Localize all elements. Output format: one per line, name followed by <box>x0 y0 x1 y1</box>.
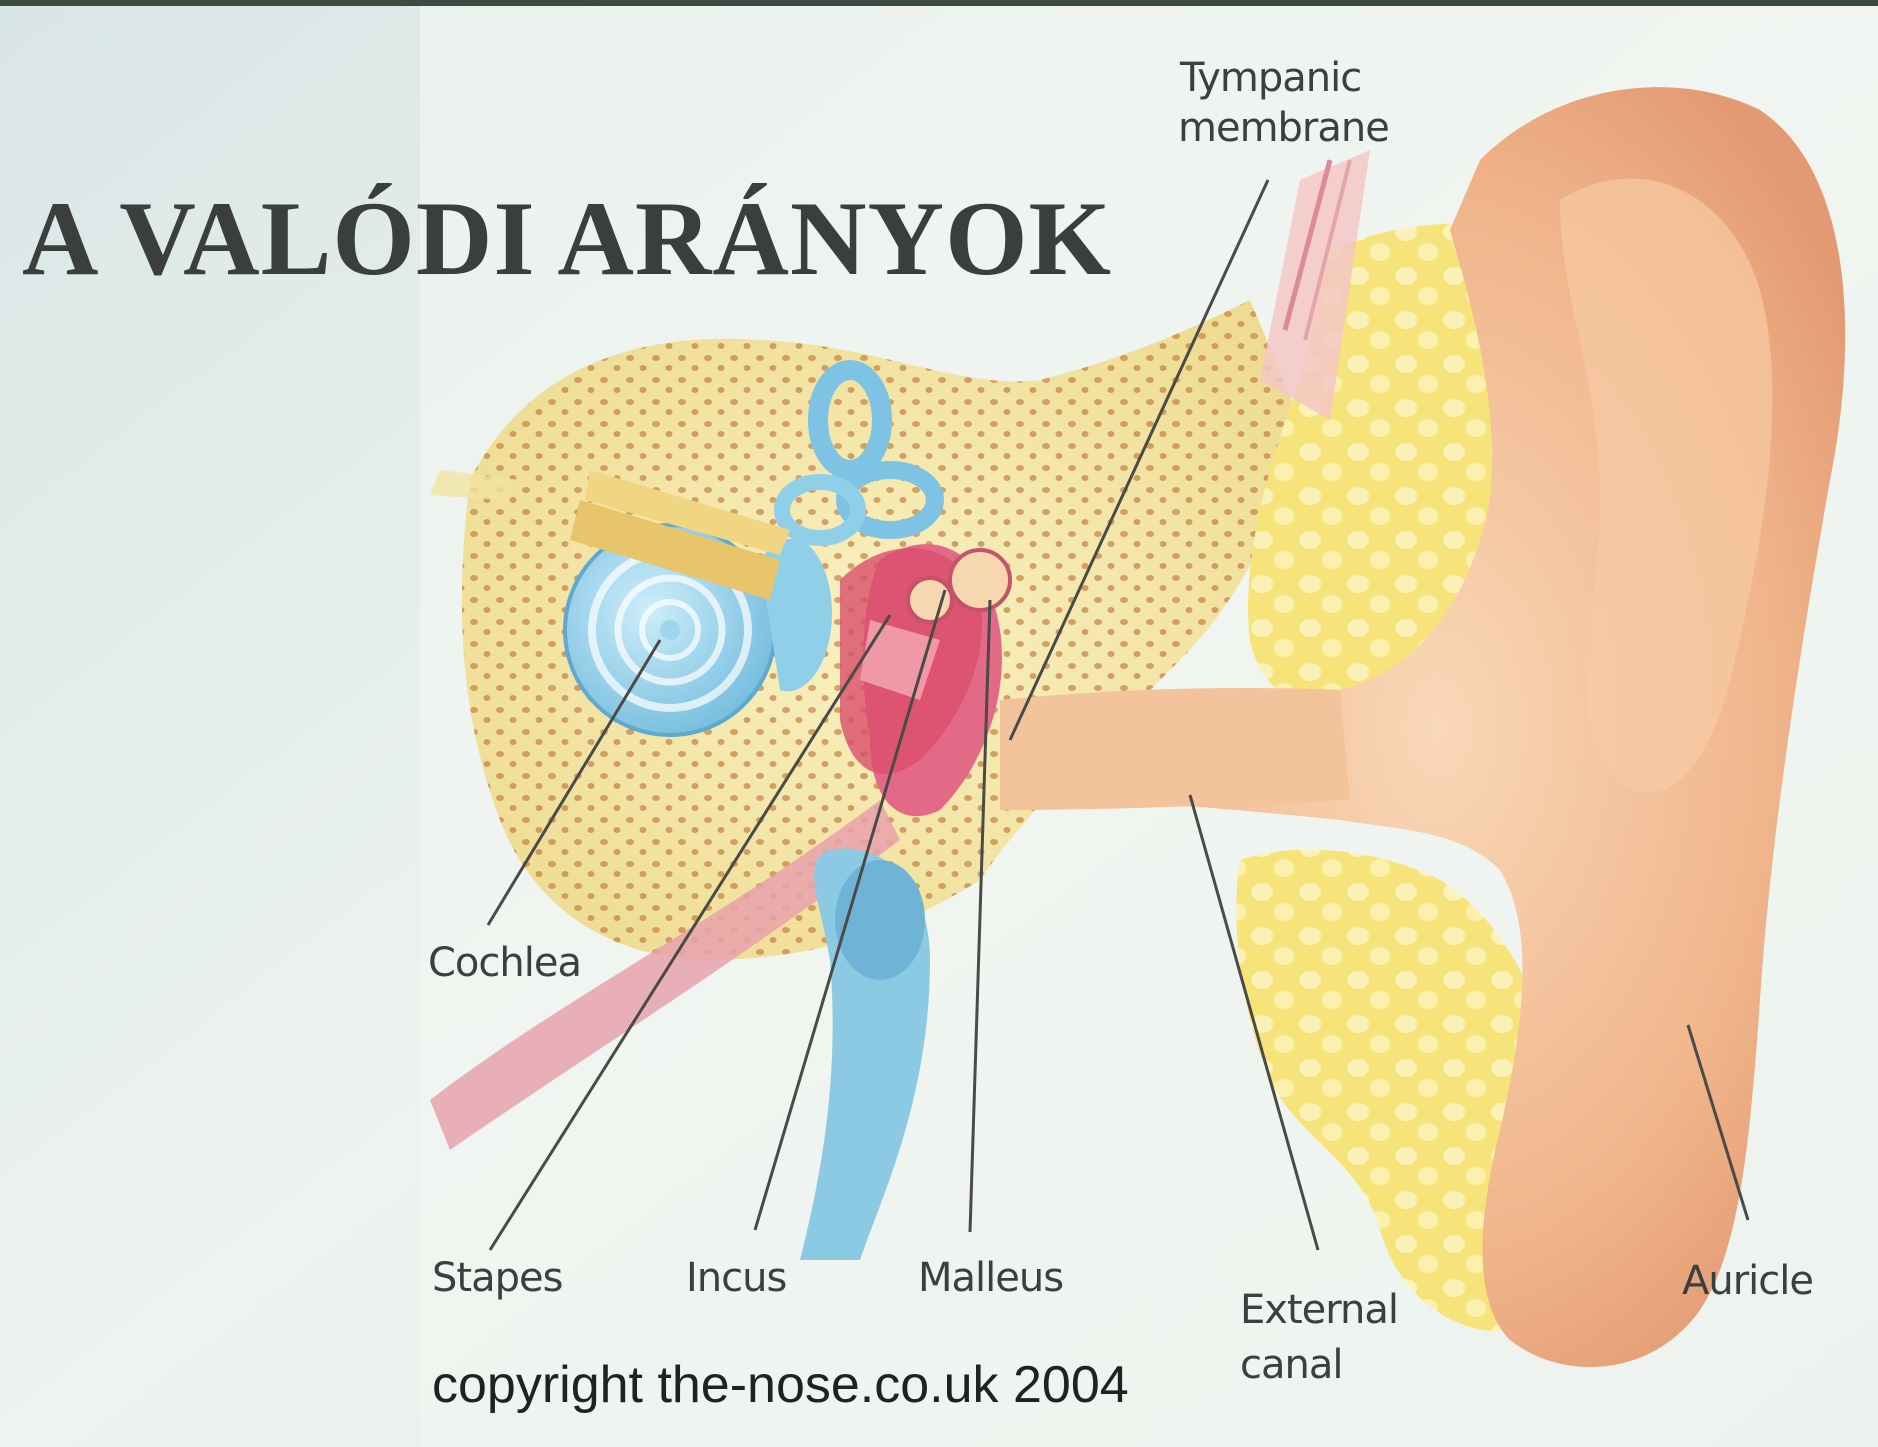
label-auricle: Auricle <box>1682 1258 1814 1304</box>
label-stapes: Stapes <box>432 1255 563 1301</box>
auricle-leader <box>1686 1024 1750 1221</box>
cochlea-shape <box>563 360 944 737</box>
tympanic-leader <box>1008 179 1270 741</box>
leader-lines <box>486 179 1750 1251</box>
top-border <box>0 0 1878 6</box>
label-malleus: Malleus <box>918 1255 1064 1301</box>
external-canal-leader <box>1188 794 1320 1251</box>
label-cochlea: Cochlea <box>428 940 582 986</box>
copyright-text: copyright the-nose.co.uk 2004 <box>432 1356 1129 1414</box>
label-tympanic-line2: membrane <box>1178 105 1390 151</box>
malleus-leader <box>968 599 992 1233</box>
label-incus: Incus <box>686 1255 787 1301</box>
label-tympanic-line1: Tympanic <box>1180 55 1362 101</box>
cochlea-leader <box>486 639 662 926</box>
auricle-shape <box>1030 87 1846 1368</box>
label-external-line1: External <box>1240 1287 1399 1333</box>
slide-title: A VALÓDI ARÁNYOK <box>22 180 1112 297</box>
external-canal-shape <box>1000 688 1350 810</box>
stapes-leader <box>488 614 892 1251</box>
incus-leader <box>753 589 947 1231</box>
label-external-line2: canal <box>1240 1342 1343 1388</box>
